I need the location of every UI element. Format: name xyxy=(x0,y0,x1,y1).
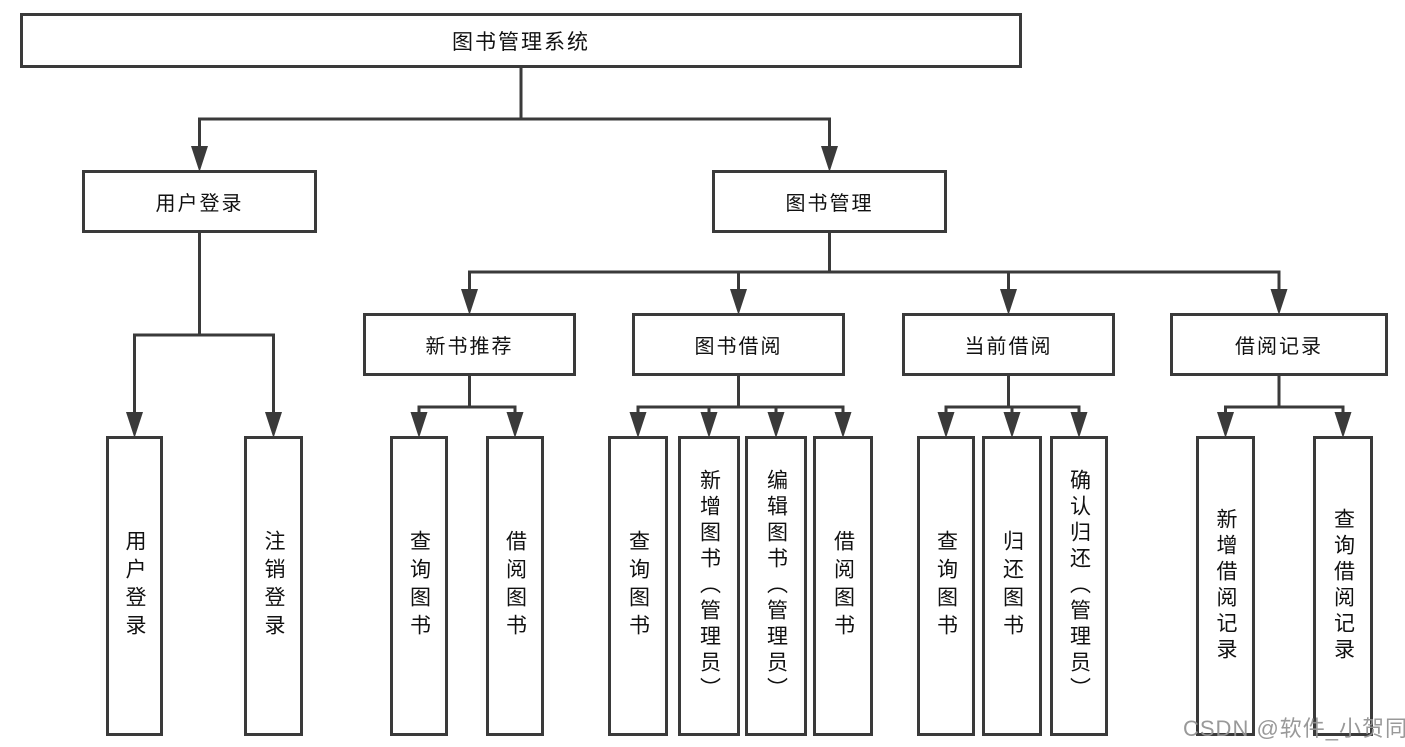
node-label: 新增借阅记录 xyxy=(1214,508,1237,664)
node-label: 查询借阅记录 xyxy=(1331,508,1355,664)
node-new-book-recommendation: 新书推荐 xyxy=(363,313,576,376)
node-user-login-branch: 用户登录 xyxy=(82,170,317,233)
node-label: 图书借阅 xyxy=(694,336,783,358)
node-label: 用户登录 xyxy=(123,530,146,642)
node-book-borrowing: 图书借阅 xyxy=(632,313,845,376)
leaf-add-books-admin: 新增图书（管理员） xyxy=(678,436,740,736)
node-library-management-system: 图书管理系统 xyxy=(20,13,1022,68)
leaf-user-login: 用户登录 xyxy=(106,436,163,736)
node-label: 借阅图书 xyxy=(831,530,855,642)
node-label: 新增图书（管理员） xyxy=(697,469,721,703)
leaf-return-books: 归还图书 xyxy=(982,436,1042,736)
node-label: 图书管理系统 xyxy=(452,30,590,54)
leaf-edit-books-admin: 编辑图书（管理员） xyxy=(745,436,807,736)
leaf-add-borrow-record: 新增借阅记录 xyxy=(1196,436,1255,736)
node-label: 归还图书 xyxy=(1000,530,1024,642)
leaf-borrow-books-borrowing: 借阅图书 xyxy=(813,436,873,736)
node-label: 借阅图书 xyxy=(503,530,527,642)
leaf-query-books-recommend: 查询图书 xyxy=(390,436,448,736)
leaf-query-borrow-record: 查询借阅记录 xyxy=(1313,436,1373,736)
node-label: 注销登录 xyxy=(262,530,285,642)
node-label: 查询图书 xyxy=(934,530,958,642)
node-label: 查询图书 xyxy=(626,530,650,642)
leaf-logout: 注销登录 xyxy=(244,436,303,736)
node-current-borrowing: 当前借阅 xyxy=(902,313,1115,376)
leaf-borrow-books-recommend: 借阅图书 xyxy=(486,436,544,736)
node-label: 新书推荐 xyxy=(425,336,514,358)
node-label: 当前借阅 xyxy=(964,336,1053,358)
node-label: 图书管理 xyxy=(785,193,874,215)
node-borrowing-records: 借阅记录 xyxy=(1170,313,1388,376)
node-label: 编辑图书（管理员） xyxy=(764,469,788,703)
leaf-query-books-current: 查询图书 xyxy=(917,436,975,736)
node-label: 用户登录 xyxy=(155,193,244,215)
node-book-management-branch: 图书管理 xyxy=(712,170,947,233)
leaf-query-books-borrowing: 查询图书 xyxy=(608,436,668,736)
node-label: 借阅记录 xyxy=(1235,336,1323,358)
node-label: 查询图书 xyxy=(407,530,431,642)
node-label: 确认归还（管理员） xyxy=(1067,469,1091,703)
leaf-confirm-return-admin: 确认归还（管理员） xyxy=(1050,436,1108,736)
csdn-watermark: CSDN @软件_小贺同学 xyxy=(1183,716,1405,741)
